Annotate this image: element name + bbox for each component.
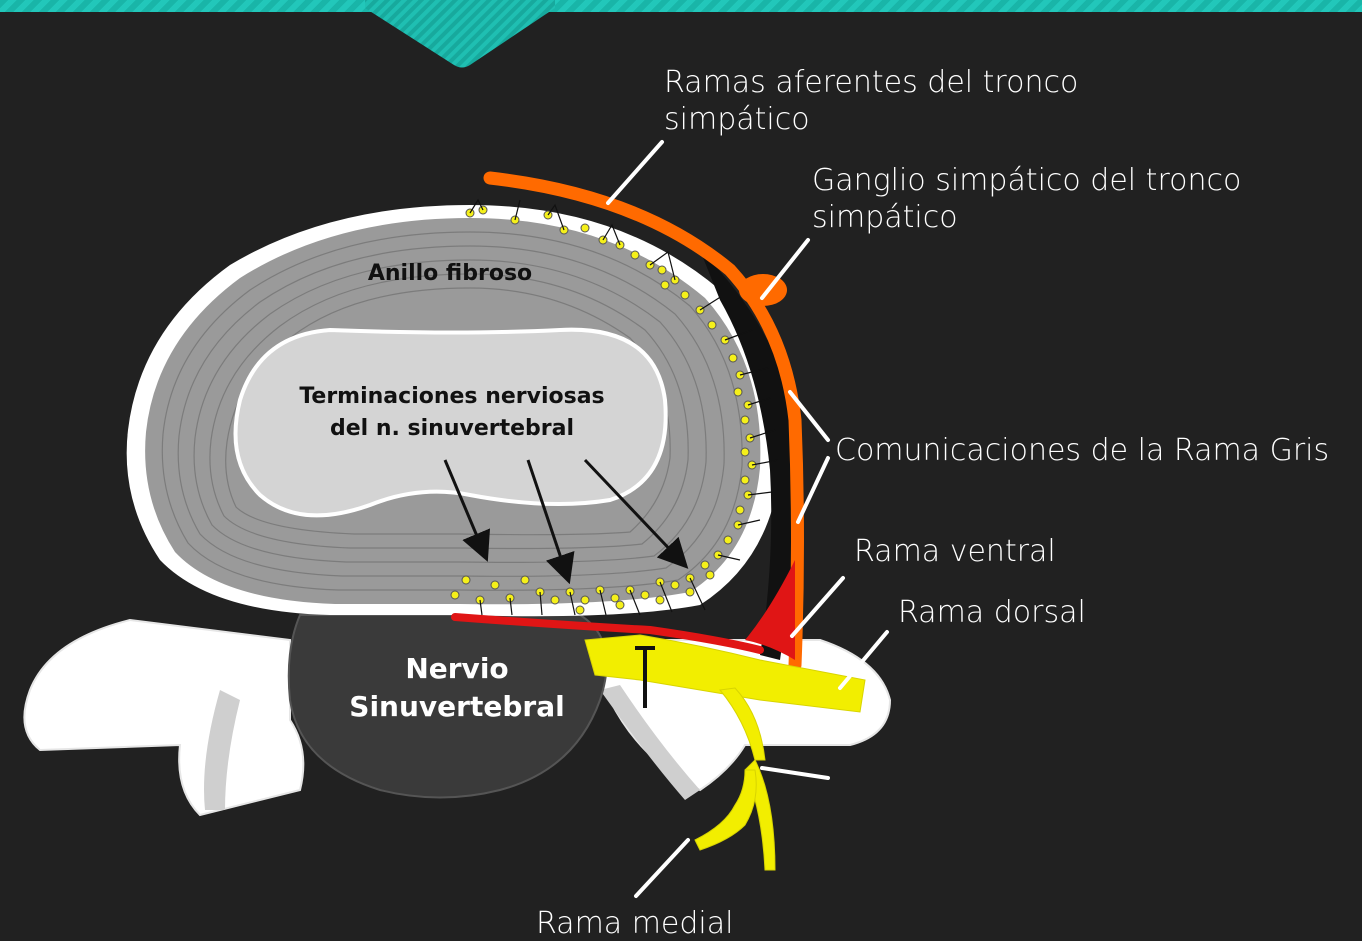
leader-lines bbox=[606, 140, 889, 898]
label-ganglio-line1: Ganglio simpático del tronco bbox=[812, 163, 1242, 198]
label-ganglio-line2: simpático bbox=[812, 200, 958, 235]
label-rama-dorsal: Rama dorsal bbox=[898, 595, 1086, 630]
nucleus-pulposus bbox=[233, 327, 668, 518]
sinuvertebral-nerve bbox=[451, 613, 764, 654]
label-ramas-aferentes: Ramas aferentes del tronco simpático bbox=[664, 64, 1078, 138]
label-terminaciones: Terminaciones nerviosas del n. sinuverte… bbox=[282, 381, 622, 445]
spinal-nerve bbox=[584, 634, 866, 871]
label-comunicaciones: Comunicaciones de la Rama Gris bbox=[835, 433, 1330, 468]
dorsal-root-marker bbox=[635, 646, 655, 708]
label-ramas-aferentes-line1: Ramas aferentes del tronco bbox=[664, 65, 1079, 100]
sympathetic-ganglion bbox=[739, 274, 787, 306]
label-ganglio: Ganglio simpático del tronco simpático bbox=[812, 162, 1241, 236]
label-rama-ventral: Rama ventral bbox=[854, 534, 1056, 569]
ending-arrows bbox=[443, 458, 689, 585]
nerve-fibers bbox=[469, 198, 779, 616]
label-terminaciones-line1: Terminaciones nerviosas bbox=[299, 384, 605, 409]
spinal-canal bbox=[287, 614, 608, 799]
gray-ramus bbox=[745, 560, 795, 660]
top-accent-band bbox=[0, 0, 1362, 12]
label-nervio-line2: Sinuvertebral bbox=[349, 690, 565, 723]
label-nervio-line1: Nervio bbox=[405, 652, 509, 685]
label-nervio-sinuvertebral: Nervio Sinuvertebral bbox=[337, 650, 577, 726]
label-rama-medial: Rama medial bbox=[536, 906, 734, 941]
top-notch-shape bbox=[365, 0, 555, 68]
label-ramas-aferentes-line2: simpático bbox=[664, 102, 810, 137]
sympathetic-trunk bbox=[483, 171, 804, 672]
label-terminaciones-line2: del n. sinuvertebral bbox=[329, 416, 575, 441]
sympathetic-connective bbox=[700, 250, 795, 660]
label-anillo-fibroso: Anillo fibroso bbox=[367, 261, 533, 286]
